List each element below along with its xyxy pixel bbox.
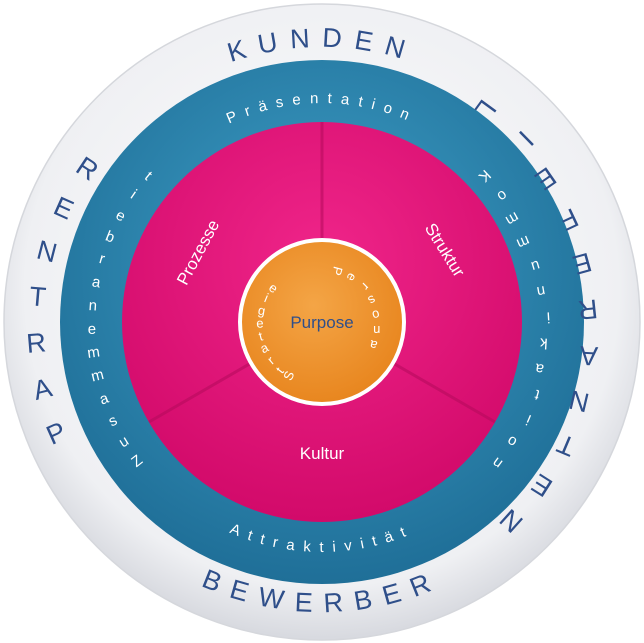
segment-label-bottom: Kultur: [300, 444, 345, 463]
core-circle: [238, 238, 406, 406]
core-label: Purpose: [290, 313, 353, 332]
